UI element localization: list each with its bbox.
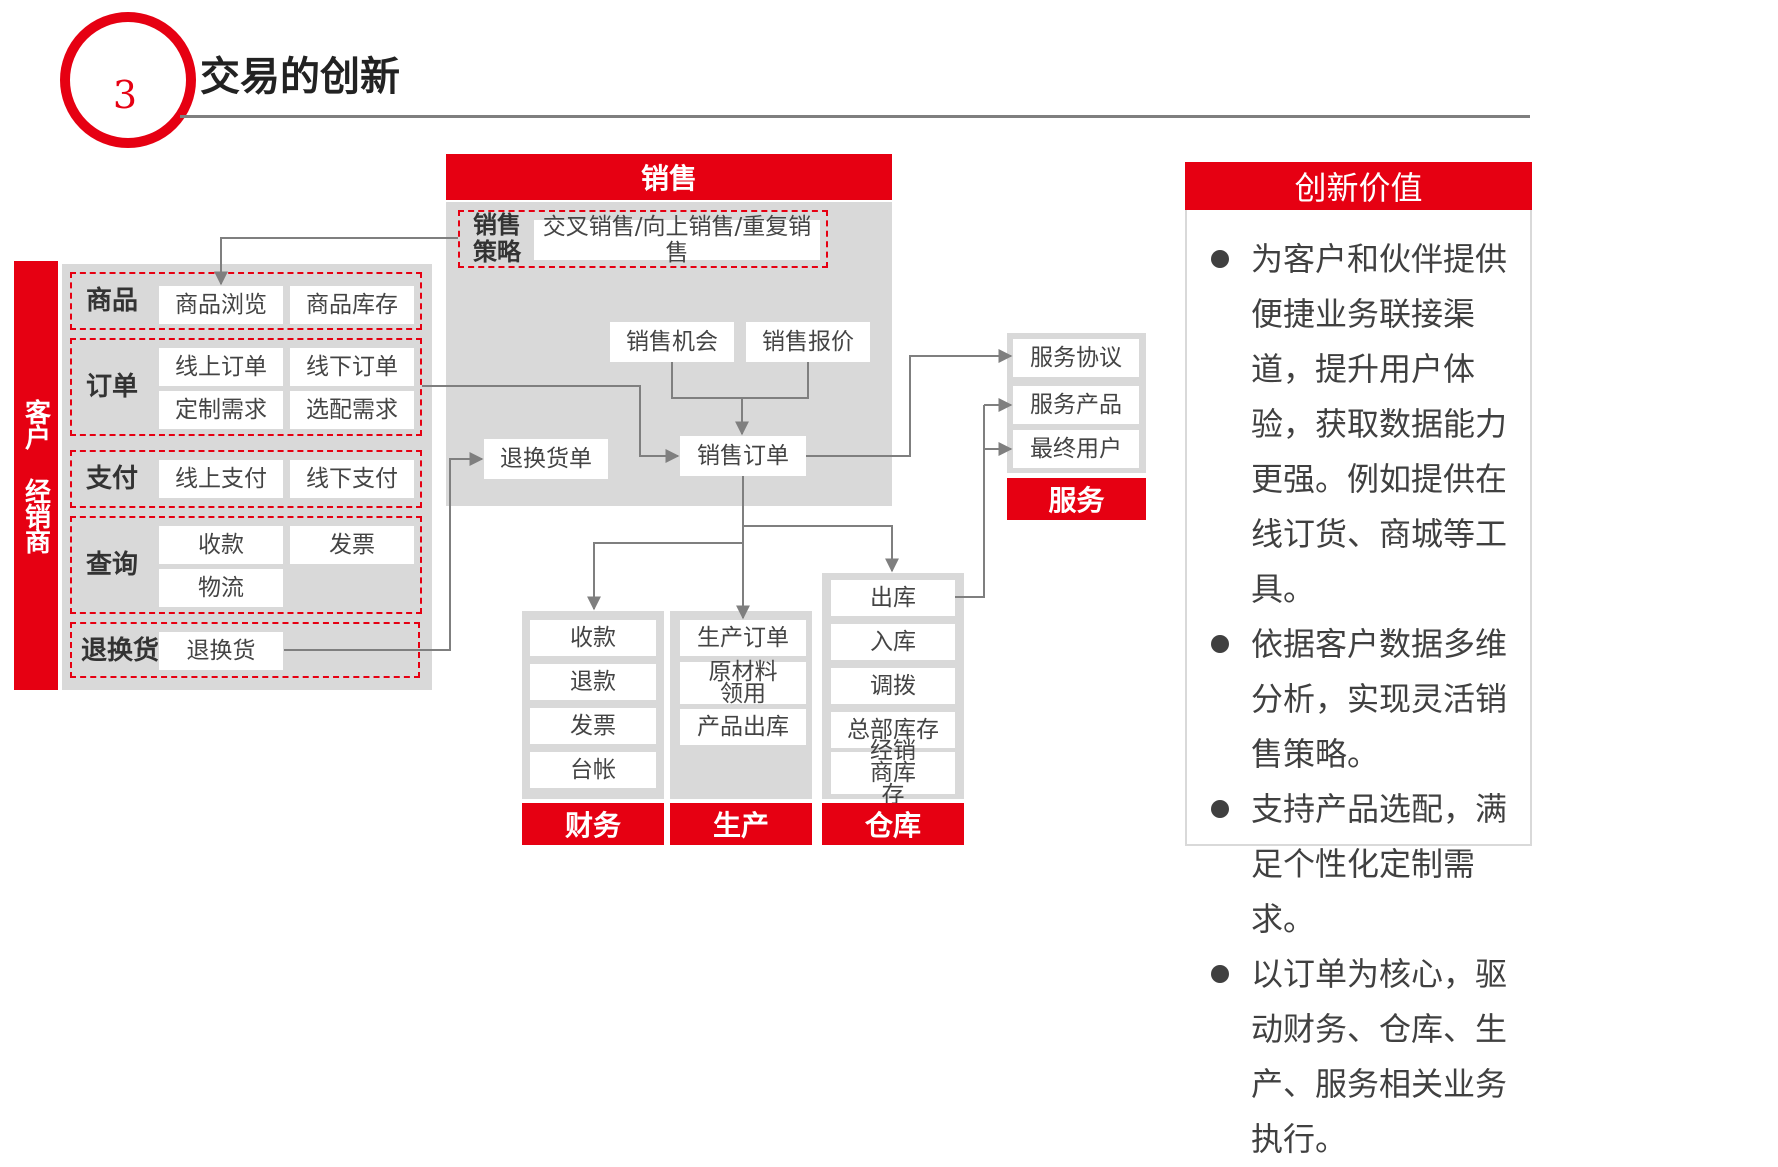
value-bullet-text: 以订单为核心，驱动财务、仓库、生产、服务相关业务执行。	[1251, 955, 1508, 1158]
arrow-return-to-return-order	[284, 452, 484, 651]
order-offline[interactable]: 线下订单	[290, 348, 414, 386]
sales-opportunity: 销售机会	[610, 322, 734, 362]
service-product: 服务产品	[1013, 386, 1139, 424]
warehouse-title: 仓库	[822, 803, 964, 845]
production-outbound: 产品出库	[680, 709, 806, 745]
warehouse-dealer-stock: 经销商库存	[831, 740, 955, 807]
line-opportunity	[671, 362, 742, 399]
order-custom[interactable]: 定制需求	[159, 391, 283, 429]
goods-stock[interactable]: 商品库存	[290, 286, 414, 324]
bullet-dot-icon	[1211, 965, 1229, 983]
warehouse-out: 出库	[831, 580, 955, 616]
warehouse-hq-stock: 总部库存	[831, 712, 955, 748]
header-rule	[180, 115, 1530, 118]
sales-quote: 销售报价	[746, 322, 870, 362]
group-query	[70, 516, 422, 614]
group-payment	[70, 450, 422, 508]
value-bullet: 依据客户数据多维分析，实现灵活销售策略。	[1207, 617, 1516, 782]
finance-invoice: 发票	[530, 708, 656, 744]
arrow-strategy-to-goods	[214, 237, 458, 286]
finance-title: 财务	[522, 803, 664, 845]
service-agreement: 服务协议	[1013, 339, 1139, 377]
return-order: 退换货单	[484, 439, 608, 479]
group-payment-label: 支付	[85, 464, 138, 494]
value-title: 创新价值	[1185, 162, 1532, 210]
value-bullet: 为客户和伙伴提供便捷业务联接渠道，提升用户体验，获取数据能力更强。例如提供在线订…	[1207, 232, 1516, 617]
page-title: 交易的创新	[200, 54, 400, 100]
production-order: 生产订单	[680, 620, 806, 656]
section-number-circle	[60, 12, 196, 148]
finance-receipt: 收款	[530, 620, 656, 656]
group-goods-label: 商品	[85, 286, 138, 316]
order-online[interactable]: 线上订单	[159, 348, 283, 386]
value-panel: 为客户和伙伴提供便捷业务联接渠道，提升用户体验，获取数据能力更强。例如提供在线订…	[1185, 210, 1532, 1158]
value-bullet: 支持产品选配，满足个性化定制需求。	[1207, 782, 1516, 947]
section-number: 3	[112, 73, 138, 117]
sales-strategy-box	[458, 210, 828, 268]
group-order	[70, 338, 422, 436]
bullet-dot-icon	[1211, 635, 1229, 653]
group-return-label: 退换货	[80, 636, 159, 666]
value-bullet: 以订单为核心，驱动财务、仓库、生产、服务相关业务执行。	[1207, 947, 1516, 1167]
payment-offline[interactable]: 线下支付	[290, 460, 414, 498]
query-receipt[interactable]: 收款	[159, 526, 283, 564]
sales-order: 销售订单	[680, 436, 806, 476]
line-warehouse-to-service	[955, 405, 985, 598]
customer-side-label-text: 客户 经销商	[20, 398, 51, 553]
value-bullet-text: 依据客户数据多维分析，实现灵活销售策略。	[1251, 625, 1508, 773]
value-bullet-text: 为客户和伙伴提供便捷业务联接渠道，提升用户体验，获取数据能力更强。例如提供在线订…	[1251, 240, 1508, 608]
arrow-to-finance	[587, 542, 743, 611]
warehouse-transfer: 调拨	[831, 668, 955, 704]
group-goods	[70, 272, 422, 330]
group-query-label: 查询	[85, 550, 138, 580]
service-title: 服务	[1007, 478, 1146, 520]
payment-online[interactable]: 线上支付	[159, 460, 283, 498]
warehouse-in: 入库	[831, 624, 955, 660]
service-end-user: 最终用户	[1013, 430, 1139, 468]
group-order-label: 订单	[85, 372, 138, 402]
query-logistics[interactable]: 物流	[159, 569, 283, 607]
finance-ledger: 台帐	[530, 752, 656, 788]
production-material: 原材料领用	[680, 661, 806, 706]
order-config[interactable]: 选配需求	[290, 391, 414, 429]
flow-connectors	[214, 237, 1013, 651]
sales-title: 销售	[446, 154, 892, 200]
arrow-order-to-service	[806, 349, 1013, 457]
return-item[interactable]: 退换货	[159, 632, 283, 670]
arrow-order-to-sales-order	[422, 385, 680, 463]
arrow-to-warehouse	[743, 525, 899, 573]
goods-browse[interactable]: 商品浏览	[159, 286, 283, 324]
query-invoice[interactable]: 发票	[290, 526, 414, 564]
bullet-dot-icon	[1211, 250, 1229, 268]
finance-refund: 退款	[530, 664, 656, 700]
value-bullet-text: 支持产品选配，满足个性化定制需求。	[1251, 790, 1508, 938]
production-title: 生产	[670, 803, 812, 845]
customer-side-label: 客户 经销商	[14, 261, 58, 690]
line-quote	[742, 362, 809, 399]
sales-strategy-label: 销售策略	[473, 211, 521, 266]
bullet-dot-icon	[1211, 800, 1229, 818]
